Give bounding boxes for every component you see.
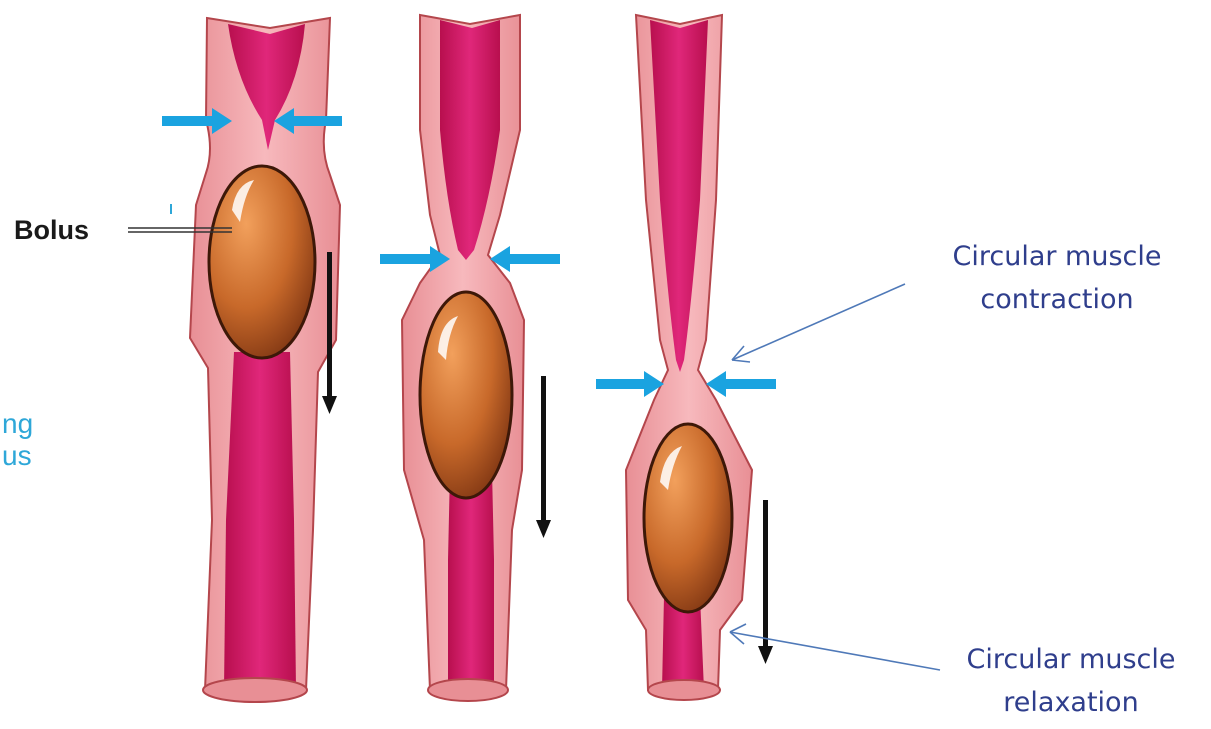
downward-arrow [536,376,551,538]
squeeze-arrow-right [490,246,560,272]
relaxation-label: relaxation [1003,687,1138,718]
bolus [644,424,732,612]
bolus-label: Bolus [14,215,89,245]
cut-text-fragment: us [2,440,32,471]
tube-opening [648,680,720,700]
cut-text-fragment: ng [2,408,33,439]
lumen [448,470,494,690]
tube-opening [428,679,508,701]
contraction-label: Circular muscle [953,241,1162,272]
bolus [209,166,315,358]
squeeze-arrow-left [596,371,664,397]
contraction-callout: Circular muscle contraction [732,241,1162,362]
lumen [224,352,296,690]
tube-opening [203,678,307,702]
squeeze-arrow-right [706,371,776,397]
contraction-label: contraction [980,284,1133,315]
relaxation-label: Circular muscle [967,644,1176,675]
bolus [420,292,512,498]
relaxation-callout: Circular muscle relaxation [730,624,1176,718]
stage-2 [402,15,524,701]
